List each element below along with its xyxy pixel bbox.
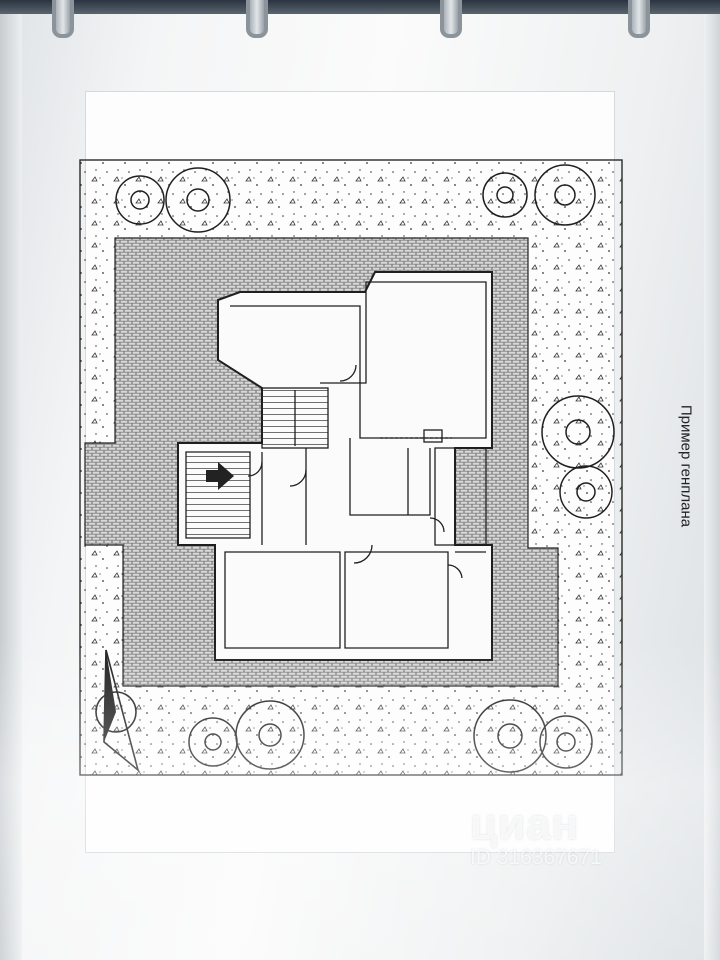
binder-right-edge (704, 0, 720, 960)
north-arrow-icon (95, 649, 140, 773)
watermark-logo: циан (470, 800, 580, 849)
entrance-arrow-icon (206, 462, 234, 490)
binder-ring-icon (628, 0, 650, 38)
watermark: циан ID 316367671 (470, 800, 602, 870)
house-interior (185, 281, 487, 649)
plan-caption: Пример генплана (677, 404, 695, 528)
binder-ring-icon (440, 0, 462, 38)
binder-ring-icon (52, 0, 74, 38)
watermark-id: ID 316367671 (470, 846, 602, 869)
binder-top-strip (0, 0, 720, 14)
tree-icon (115, 164, 615, 773)
binder-ring-icon (246, 0, 268, 38)
binder-left-edge (0, 0, 22, 960)
